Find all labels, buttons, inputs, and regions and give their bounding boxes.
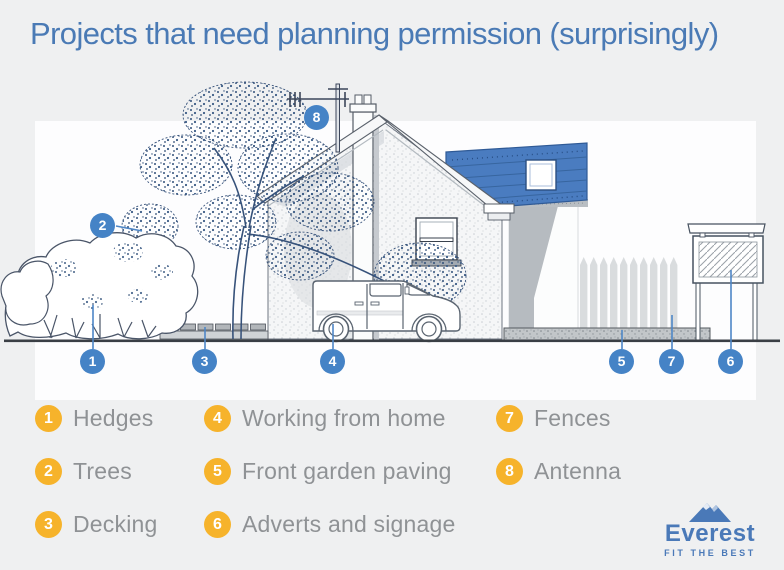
legend-item-fences: 7 Fences [496,404,611,432]
rear-extension [504,199,588,333]
paving-illustration [503,327,711,341]
fence-illustration [580,257,678,330]
legend-label: Decking [73,510,158,537]
mountain-icon [689,503,731,522]
legend-label: Adverts and signage [242,510,456,537]
brand-wordmark: Everest [664,520,756,547]
legend-label: Trees [73,457,132,484]
legend-badge: 6 [204,510,231,538]
legend-badge: 3 [35,510,62,538]
legend-badge: 2 [35,457,62,485]
legend-label: Antenna [534,457,622,484]
legend-item-front-garden-paving: 5 Front garden paving [204,457,452,485]
chimney [349,94,379,342]
legend-label: Working from home [242,404,446,431]
everest-logo: Everest FIT THE BEST [648,501,772,558]
brand-tagline: FIT THE BEST [664,548,756,558]
legend-label: Front garden paving [242,457,452,484]
house-illustration [256,94,515,342]
dormer-window [525,159,557,191]
extension-roof [445,142,588,212]
diagram-marker-fences: 7 [659,349,684,374]
window [411,217,462,267]
diagram-marker-front-garden-paving: 5 [609,349,634,374]
legend-item-decking: 3 Decking [35,510,158,538]
legend-label: Fences [534,404,611,431]
diagram-marker-hedges: 1 [80,349,105,374]
van-illustration [312,280,461,343]
legend-badge: 5 [204,457,231,485]
diagram-marker-decking: 3 [192,349,217,374]
diagram-marker-adverts: 6 [718,349,743,374]
legend-badge: 8 [496,457,523,485]
page-title: Projects that need planning permission (… [30,16,719,51]
legend-badge: 1 [35,404,62,432]
diagram-marker-working-from-home: 4 [320,349,345,374]
decking-illustration [159,323,269,340]
legend-label: Hedges [73,404,154,431]
ground-line [4,339,780,343]
diagram-marker-antenna: 8 [304,105,329,130]
legend-item-antenna: 8 Antenna [496,457,621,485]
legend-item-working-from-home: 4 Working from home [204,404,446,432]
marker-leader-lines [92,225,732,349]
legend-item-trees: 2 Trees [35,457,132,485]
legend-badge: 7 [496,404,523,432]
legend-item-adverts-and-signage: 6 Adverts and signage [204,510,456,538]
diagram-marker-trees: 2 [90,213,115,238]
tree-illustration [121,81,467,340]
hedge-illustration [0,232,199,340]
sky-panel [35,121,756,400]
legend-item-hedges: 1 Hedges [35,404,153,432]
signboard-illustration [687,223,766,342]
legend-badge: 4 [204,404,231,432]
